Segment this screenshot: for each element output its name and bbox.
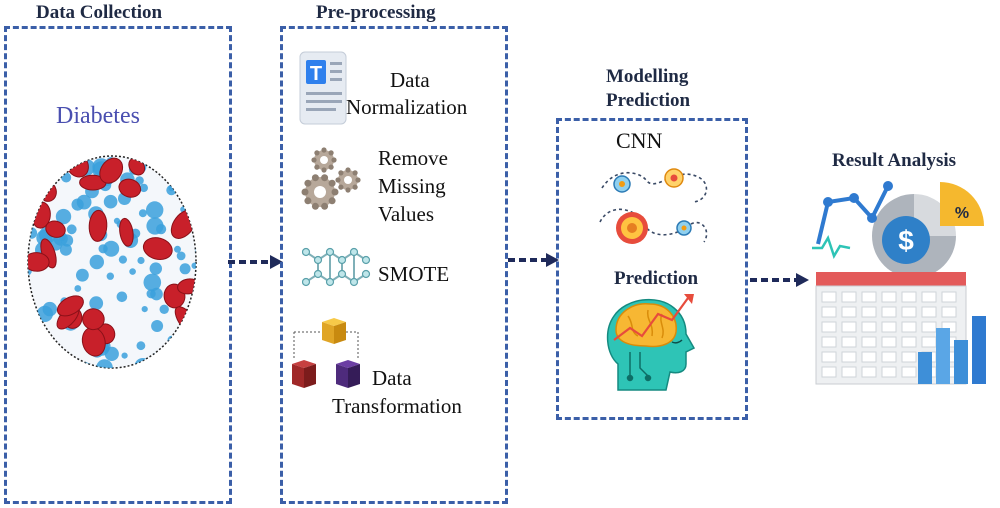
modelling-box (556, 118, 748, 420)
flow-arrow-3 (750, 273, 809, 287)
step-smote-label: SMOTE (378, 262, 450, 286)
preprocessing-title: Pre-processing (316, 2, 436, 23)
svg-text:%: % (955, 205, 969, 222)
step-missing-line2: Missing (378, 174, 446, 198)
result-analysis-icon: $ % (812, 181, 986, 385)
step-missing-line1: Remove (378, 146, 448, 170)
svg-text:T: T (310, 63, 322, 85)
data-collection-box (4, 26, 232, 504)
result-analysis-title: Result Analysis (832, 150, 957, 171)
step-normalization-line1: Data (390, 68, 430, 92)
step-transformation-line2: Transformation (332, 394, 462, 418)
step-missing-line3: Values (378, 202, 434, 226)
modelling-title-line1: Modelling (606, 66, 689, 87)
brain-head-icon (606, 294, 696, 391)
flow-arrow-1 (228, 255, 283, 269)
svg-text:$: $ (898, 225, 914, 256)
step-normalization-line2: Normalization (346, 95, 468, 119)
flow-arrow-2 (508, 253, 559, 267)
modelling-title-line2: Prediction (606, 90, 691, 111)
cnn-network-icon (599, 168, 708, 244)
preprocessing-box (280, 26, 508, 504)
text-document-icon: T (299, 51, 347, 125)
data-collection-title: Data Collection (36, 2, 163, 23)
cnn-label: CNN (616, 128, 663, 153)
blood-cells-icon (27, 155, 197, 369)
gears-icon (301, 147, 361, 210)
prediction-label: Prediction (614, 268, 699, 289)
cubes-icon (292, 318, 360, 388)
molecule-network-icon (302, 247, 371, 287)
diabetes-label: Diabetes (56, 103, 140, 129)
step-transformation-line1: Data (372, 366, 412, 390)
